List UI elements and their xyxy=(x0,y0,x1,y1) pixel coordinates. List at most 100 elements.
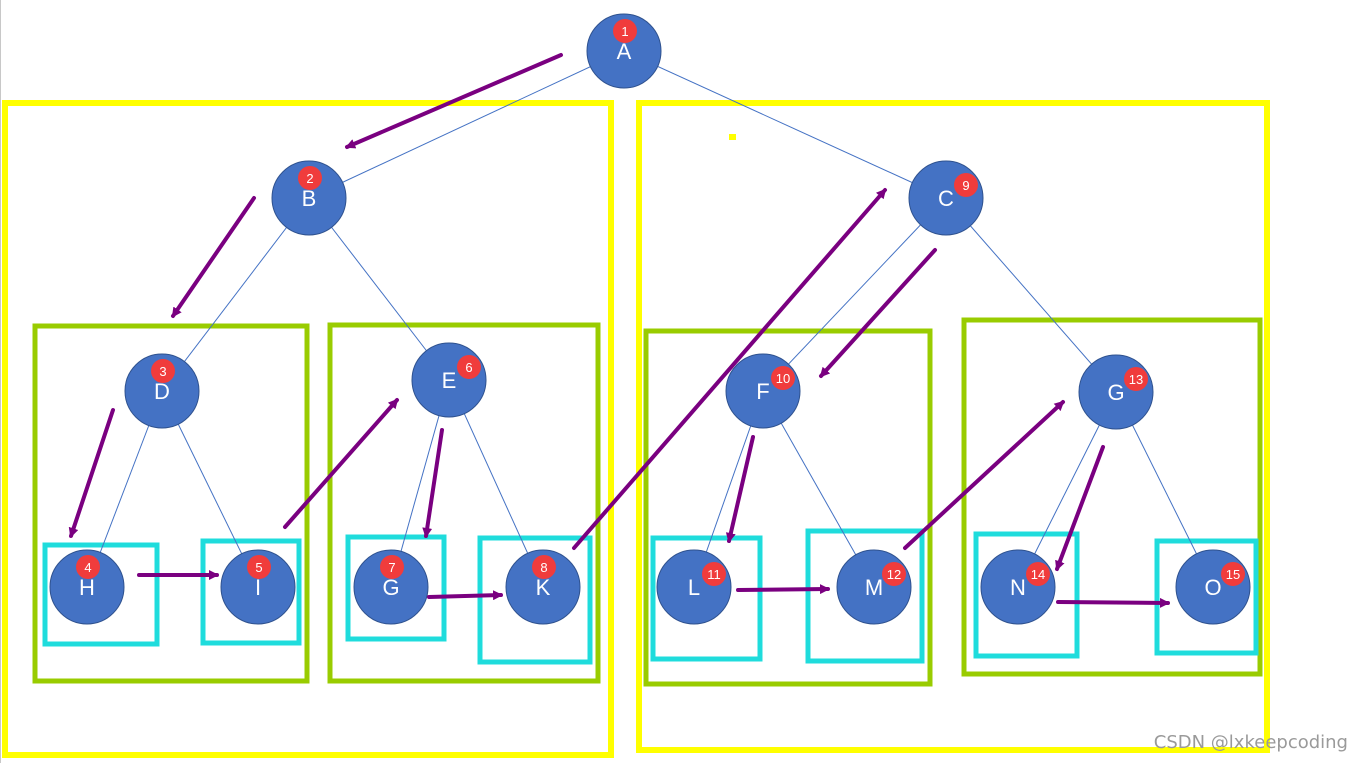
node-G: G 13 xyxy=(1078,354,1154,430)
node-label: B xyxy=(302,186,317,211)
leaf-box-M xyxy=(805,528,925,664)
node-O: O 15 xyxy=(1175,549,1251,625)
node-circle xyxy=(124,353,200,429)
leaf-box-K xyxy=(477,535,593,665)
edge-B-D xyxy=(161,197,310,392)
order-badge-label: 1 xyxy=(621,24,628,39)
order-badge xyxy=(1026,562,1050,586)
leaf-box-H xyxy=(42,542,160,647)
node-label: N xyxy=(1010,575,1026,600)
arrow-L-to-M xyxy=(736,584,830,595)
order-badge-label: 6 xyxy=(465,360,472,375)
order-badge-label: 7 xyxy=(388,560,395,575)
edge-A-B xyxy=(308,50,625,199)
node-label: K xyxy=(536,575,551,600)
order-badge-label: 13 xyxy=(1129,372,1143,387)
arrow-F-to-L xyxy=(725,435,755,543)
node-label: O xyxy=(1204,575,1221,600)
node-D: D3 xyxy=(124,353,200,429)
order-badge xyxy=(882,562,906,586)
edge-A-C xyxy=(623,50,947,199)
order-badge-label: 12 xyxy=(887,567,901,582)
order-badge xyxy=(380,555,404,579)
node-E: E6 xyxy=(411,342,487,418)
edge-C-G xyxy=(945,197,1117,393)
node-A: A1 xyxy=(586,13,662,89)
leaf-box-L xyxy=(650,535,763,662)
leaf-box-I xyxy=(200,538,302,646)
order-badge xyxy=(532,555,556,579)
edge-B-E xyxy=(308,197,450,381)
node-M: M 12 xyxy=(836,549,912,625)
node-label: H xyxy=(79,575,95,600)
node-F: F 10 xyxy=(725,353,801,429)
arrow-B-to-D xyxy=(171,196,256,318)
order-badge-label: 3 xyxy=(159,364,166,379)
subtree-box-G xyxy=(961,317,1263,677)
order-badge xyxy=(771,366,795,390)
arrow-C-to-F xyxy=(819,248,937,378)
traversal-arrows xyxy=(68,53,1170,608)
node-K: K8 xyxy=(505,549,581,625)
arrow-N-to-O xyxy=(1056,597,1170,608)
arrow-K-to-C xyxy=(572,188,887,550)
order-badge xyxy=(1124,367,1148,391)
order-badge-label: 14 xyxy=(1031,567,1045,582)
arrow-A-to-B xyxy=(345,53,563,149)
node-circle xyxy=(586,13,662,89)
node-circle xyxy=(505,549,581,625)
order-badge xyxy=(151,359,175,383)
yellow-marker-dot xyxy=(729,134,736,140)
order-badge-label: 9 xyxy=(962,178,969,193)
subtree-boxes xyxy=(2,100,1270,758)
node-circle xyxy=(353,549,429,625)
arrow-I-to-E xyxy=(283,398,399,529)
leaf-box-EG xyxy=(345,534,447,642)
edge-C-F xyxy=(762,197,947,392)
arrow-E-to-EG xyxy=(422,428,444,538)
order-badge xyxy=(457,355,481,379)
node-label: D xyxy=(154,379,170,404)
order-badge xyxy=(298,166,322,190)
node-N: N 14 xyxy=(980,549,1056,625)
order-badge-label: 4 xyxy=(84,560,91,575)
node-H: H4 xyxy=(49,549,125,625)
node-circle xyxy=(49,549,125,625)
order-badge-label: 15 xyxy=(1226,567,1240,582)
edge-E-K xyxy=(448,379,544,588)
order-badge xyxy=(613,19,637,43)
node-I: I5 xyxy=(220,549,296,625)
order-badge-label: 8 xyxy=(540,560,547,575)
leaf-box-O xyxy=(1154,538,1259,656)
node-L: L 11 xyxy=(656,549,732,625)
node-label: G xyxy=(382,575,399,600)
node-B: B2 xyxy=(271,160,347,236)
node-label: I xyxy=(255,575,261,600)
arrow-M-to-G xyxy=(903,400,1065,550)
order-badge-label: 10 xyxy=(776,371,790,386)
node-label: L xyxy=(688,575,700,600)
node-C: C9 xyxy=(908,160,984,236)
node-label: F xyxy=(756,379,769,404)
node-label: G xyxy=(1107,380,1124,405)
arrow-EG-to-K xyxy=(427,590,503,601)
right-subtree-box xyxy=(636,100,1270,753)
node-EG: G7 xyxy=(353,549,429,625)
order-badge xyxy=(76,555,100,579)
node-circle xyxy=(220,549,296,625)
order-badge xyxy=(954,173,978,197)
arrow-G-to-N xyxy=(1055,445,1105,571)
order-badge xyxy=(702,562,726,586)
node-label: E xyxy=(442,368,457,393)
node-circle xyxy=(271,160,347,236)
order-badge-label: 11 xyxy=(707,567,721,582)
subtree-box-F xyxy=(643,328,933,687)
left-subtree-box xyxy=(2,100,614,758)
order-badge xyxy=(247,555,271,579)
arrow-D-to-H xyxy=(68,408,115,538)
order-badge-label: 2 xyxy=(306,171,313,186)
order-badge-label: 5 xyxy=(255,560,262,575)
node-label: M xyxy=(865,575,883,600)
